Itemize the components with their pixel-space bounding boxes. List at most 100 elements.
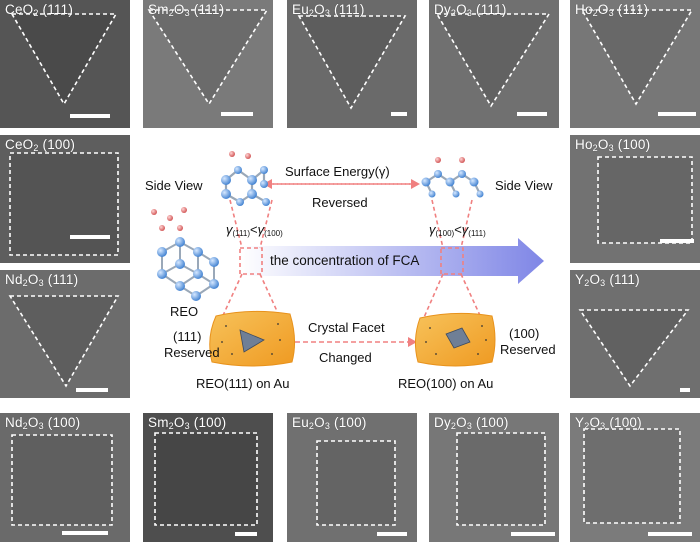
facet-index: (111) bbox=[47, 272, 79, 287]
formula-part: Nd bbox=[5, 272, 23, 287]
formula-part: O bbox=[314, 415, 325, 430]
formula-part: 2 bbox=[450, 8, 457, 18]
sem-image bbox=[143, 413, 273, 542]
tile-eu2o3-111: Eu2O3 (111) bbox=[287, 0, 417, 128]
formula-part: 3 bbox=[600, 421, 606, 431]
tile-label: Sm2O3 (100) bbox=[148, 415, 226, 431]
tile-sm2o3-111: Sm2O3 (111) bbox=[143, 0, 273, 128]
formula-part: Y bbox=[575, 415, 585, 430]
gamma-relation-left: γ(111)<γ(100) bbox=[226, 222, 283, 238]
triangle-facet-outline bbox=[10, 13, 118, 106]
facet-index: (111) bbox=[609, 272, 640, 287]
square-facet-outline bbox=[597, 156, 693, 244]
scale-bar bbox=[70, 235, 110, 239]
triangle-facet-outline bbox=[578, 309, 690, 388]
formula-part: 2 bbox=[22, 421, 28, 431]
tile-ceo2-100: CeO2 (100) bbox=[0, 135, 130, 263]
arrow-head-right bbox=[411, 179, 420, 189]
facet-index: (100) bbox=[193, 415, 227, 430]
caption-reo111-on-au: REO(111) on Au bbox=[196, 376, 290, 391]
formula-part: 2 bbox=[168, 8, 174, 18]
formula-part: 2 bbox=[308, 8, 315, 18]
scale-bar bbox=[511, 532, 555, 536]
facet-index: (100) bbox=[42, 137, 76, 152]
formula-part: CeO bbox=[5, 2, 34, 17]
formula-part: Eu bbox=[292, 415, 309, 430]
formula-part: 2 bbox=[450, 421, 457, 431]
formula-part: 3 bbox=[608, 8, 614, 18]
formula-part: 2 bbox=[308, 421, 315, 431]
side-view-molecule-right bbox=[421, 157, 484, 198]
tile-label: Ho2O3 (100) bbox=[575, 137, 650, 153]
scale-bar bbox=[76, 388, 108, 392]
sem-image bbox=[0, 413, 130, 542]
tile-label: Eu2O3 (100) bbox=[292, 415, 367, 431]
crystal-facet-arrow-head bbox=[408, 337, 417, 347]
formula-part: Ho bbox=[575, 2, 593, 17]
scale-bar bbox=[377, 532, 407, 536]
facet-index: (100) bbox=[617, 137, 651, 152]
formula-part: O bbox=[173, 2, 185, 17]
formula-part: 3 bbox=[600, 278, 606, 288]
tile-label: Nd2O3 (100) bbox=[5, 415, 80, 431]
formula-part: 2 bbox=[584, 278, 590, 288]
formula-part: CeO bbox=[5, 137, 34, 152]
formula-part: Sm bbox=[148, 2, 169, 17]
center-schematic: Side View Side View Surface Energy(γ) Re… bbox=[140, 140, 560, 400]
sem-image bbox=[570, 135, 700, 263]
formula-part: O bbox=[597, 2, 609, 17]
formula-part: 3 bbox=[184, 8, 190, 18]
formula-part: O bbox=[27, 415, 39, 430]
reserved-100-facet: (100) bbox=[509, 326, 540, 341]
formula-part: 2 bbox=[22, 278, 28, 288]
square-facet-outline bbox=[583, 428, 681, 524]
formula-part: 2 bbox=[33, 8, 39, 18]
au-substrate-right bbox=[414, 312, 496, 367]
formula-part: O bbox=[456, 2, 467, 17]
sem-image bbox=[429, 0, 559, 128]
sem-image bbox=[570, 413, 700, 542]
facet-index: (100) bbox=[476, 415, 509, 430]
triangle-facet-outline bbox=[147, 9, 269, 106]
reo-crystal-model bbox=[151, 207, 219, 301]
facet-index: (111) bbox=[193, 2, 225, 17]
reo-label: REO bbox=[170, 304, 199, 319]
formula-part: Nd bbox=[5, 415, 23, 430]
tile-label: Eu2O3 (111) bbox=[292, 2, 365, 18]
triangle-facet-outline bbox=[580, 9, 694, 106]
scale-bar bbox=[62, 531, 108, 535]
triangle-facet-outline bbox=[435, 13, 551, 108]
formula-part: 2 bbox=[592, 143, 598, 153]
changed-label: Changed bbox=[319, 350, 372, 365]
fca-arrow-shape bbox=[240, 238, 544, 284]
tile-ceo2-111: CeO2 (111) bbox=[0, 0, 130, 128]
facet-index: (100) bbox=[609, 415, 642, 430]
formula-part: 3 bbox=[324, 421, 331, 431]
facet-index: (111) bbox=[334, 2, 365, 17]
square-facet-outline bbox=[154, 432, 258, 526]
square-facet-outline bbox=[316, 440, 396, 526]
reversed-label: Reversed bbox=[312, 195, 368, 210]
formula-part: O bbox=[589, 415, 601, 430]
tile-y2o3-100: Y2O3 (100) bbox=[570, 413, 700, 542]
scale-bar bbox=[517, 112, 547, 116]
tile-label: Ho2O3 (111) bbox=[575, 2, 648, 18]
tile-nd2o3-111: Nd2O3 (111) bbox=[0, 270, 130, 398]
tile-label: Dy2O3 (100) bbox=[434, 415, 509, 431]
formula-part: Dy bbox=[434, 2, 451, 17]
reserved-100-label: Reserved bbox=[500, 342, 556, 357]
formula-part: 3 bbox=[324, 8, 331, 18]
tile-dy2o3-100: Dy2O3 (100) bbox=[429, 413, 559, 542]
tile-ho2o3-111: Ho2O3 (111) bbox=[570, 0, 700, 128]
tile-dy2o3-111: Dy2O3 (111) bbox=[429, 0, 559, 128]
scale-bar bbox=[70, 114, 110, 118]
formula-part: Dy bbox=[434, 415, 451, 430]
sem-image bbox=[0, 270, 130, 398]
formula-part: O bbox=[456, 415, 467, 430]
formula-part: Y bbox=[575, 272, 585, 287]
sem-image bbox=[143, 0, 273, 128]
au-substrate-left bbox=[209, 310, 296, 367]
sem-image bbox=[429, 413, 559, 542]
formula-part: Eu bbox=[292, 2, 309, 17]
formula-part: 2 bbox=[168, 421, 174, 431]
